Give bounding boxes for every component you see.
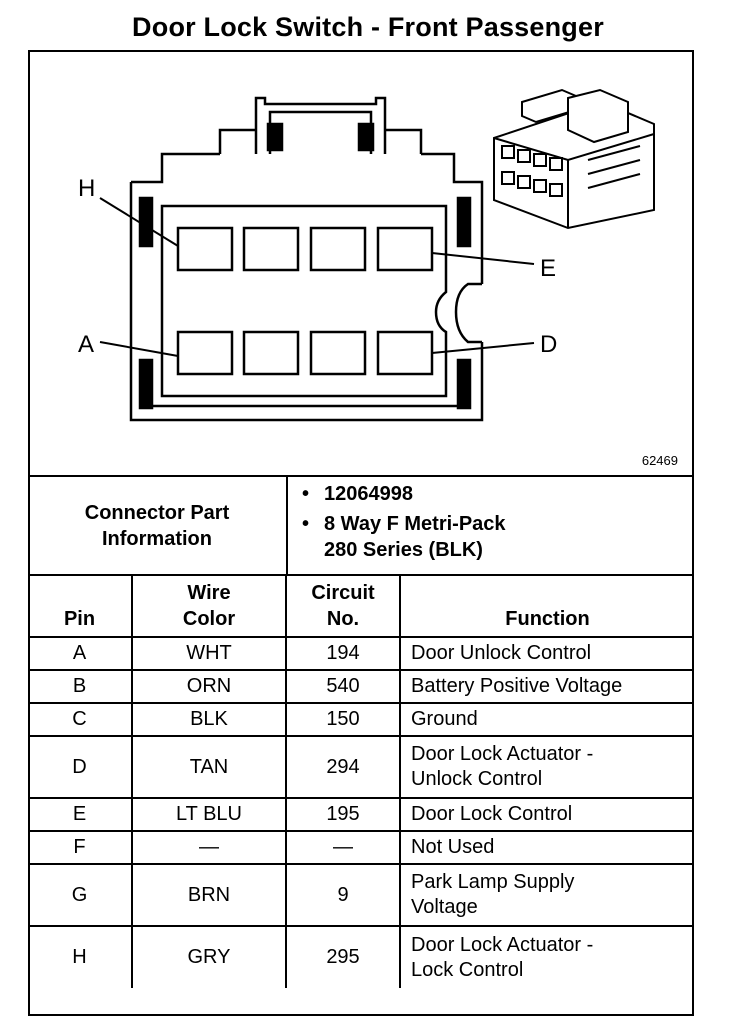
circuit-cell: — (285, 830, 401, 865)
cavity-e (376, 226, 434, 272)
table-row: H GRY 295 Door Lock Actuator -Lock Contr… (28, 925, 694, 988)
circuit-cell: 540 (285, 669, 401, 704)
label-d: D (540, 331, 557, 358)
pin-cell: D (28, 735, 133, 799)
connector-type-bullet: 8 Way F Metri-Pack 280 Series (BLK) (300, 511, 680, 563)
label-e: E (540, 255, 556, 282)
label-a: A (78, 331, 94, 358)
header-circuit-line2: No. (326, 608, 360, 630)
pin-cell: B (28, 669, 133, 704)
connector-type-line2: 280 Series (BLK) (324, 539, 483, 561)
circuit-cell: 294 (285, 735, 401, 799)
function-cell: Door Lock Actuator -Lock Control (399, 925, 694, 988)
function-line1: Battery Positive Voltage (411, 675, 623, 697)
function-line1: Door Lock Control (411, 803, 573, 825)
wire-color-cell: BLK (131, 702, 287, 737)
wire-color-cell: GRY (131, 925, 287, 988)
function-line1: Not Used (411, 836, 495, 858)
function-cell: Door Lock Control (399, 797, 694, 832)
circuit-cell: 150 (285, 702, 401, 737)
header-pin: Pin (28, 574, 133, 638)
circuit-cell: 195 (285, 797, 401, 832)
cavity-c (309, 330, 367, 376)
function-line1: Ground (411, 708, 478, 730)
function-line2: Lock Control (411, 958, 524, 981)
table-row: A WHT 194 Door Unlock Control (28, 636, 694, 671)
function-line1: Door Lock Actuator - (411, 933, 594, 956)
wire-color-cell: — (131, 830, 287, 865)
table-row: C BLK 150 Ground (28, 702, 694, 737)
wire-color-cell: ORN (131, 669, 287, 704)
header-wire-line1: Wire (187, 582, 231, 604)
function-line2: Unlock Control (411, 768, 543, 790)
wire-color-cell: WHT (131, 636, 287, 671)
connector-info-label: Connector Part Information (28, 477, 288, 575)
header-circuit-line1: Circuit (311, 582, 375, 604)
cavity-g (242, 226, 300, 272)
cavity-d (376, 330, 434, 376)
pin-cell: F (28, 830, 133, 865)
cavities (176, 226, 434, 376)
cavity-f (309, 226, 367, 272)
connector-info-section: Connector Part Information 12064998 8 Wa… (28, 475, 694, 575)
function-cell: Ground (399, 702, 694, 737)
circuit-cell: 9 (285, 863, 401, 927)
leader-lines (99, 197, 535, 357)
header-function: Function (399, 574, 694, 638)
connector-face-drawing: H E A D (78, 88, 655, 422)
cavity-a (176, 330, 234, 376)
connector-info-label-line1: Connector Part (84, 502, 230, 524)
table-row: F — — Not Used (28, 830, 694, 865)
connector-body (129, 96, 484, 422)
function-line1: Door Lock Actuator - (411, 743, 594, 765)
function-cell: Door Unlock Control (399, 636, 694, 671)
pin-cell: A (28, 636, 133, 671)
function-line2: Voltage (411, 896, 478, 918)
figure-number: 62469 (641, 453, 678, 468)
pin-cell: G (28, 863, 133, 927)
function-cell: Door Lock Actuator - Unlock Control (399, 735, 694, 799)
wire-color-cell: LT BLU (131, 797, 287, 832)
function-line1: Door Unlock Control (411, 642, 592, 664)
cavity-h (176, 226, 234, 272)
connector-diagram: H E A D 62469 (28, 50, 694, 476)
header-pin-label: Pin (63, 608, 96, 630)
table-row: E LT BLU 195 Door Lock Control (28, 797, 694, 832)
table-row: D TAN 294 Door Lock Actuator - Unlock Con… (28, 735, 694, 799)
part-number-bullet: 12064998 (300, 481, 680, 507)
function-cell: Not Used (399, 830, 694, 865)
function-cell: Battery Positive Voltage (399, 669, 694, 704)
cavity-b (242, 330, 300, 376)
pin-cell: C (28, 702, 133, 737)
connector-info-values: 12064998 8 Way F Metri-Pack 280 Series (… (300, 481, 680, 567)
wire-color-cell: TAN (131, 735, 287, 799)
pin-cell: E (28, 797, 133, 832)
wire-color-cell: BRN (131, 863, 287, 927)
label-h: H (78, 175, 95, 202)
circuit-cell: 194 (285, 636, 401, 671)
connector-isometric-drawing (493, 88, 655, 230)
diagram-frame (28, 50, 694, 1016)
connector-info-label-line2: Information (102, 528, 212, 550)
circuit-cell: 295 (285, 925, 401, 988)
header-wire-line2: Color (182, 608, 236, 630)
pin-cell: H (28, 925, 133, 988)
table-row: B ORN 540 Battery Positive Voltage (28, 669, 694, 704)
page-title: Door Lock Switch - Front Passenger (132, 12, 604, 42)
part-number: 12064998 (324, 483, 413, 505)
connector-type-line1: 8 Way F Metri-Pack (324, 513, 506, 535)
header-function-label: Function (505, 608, 590, 630)
function-line1: Park Lamp Supply (411, 871, 575, 893)
